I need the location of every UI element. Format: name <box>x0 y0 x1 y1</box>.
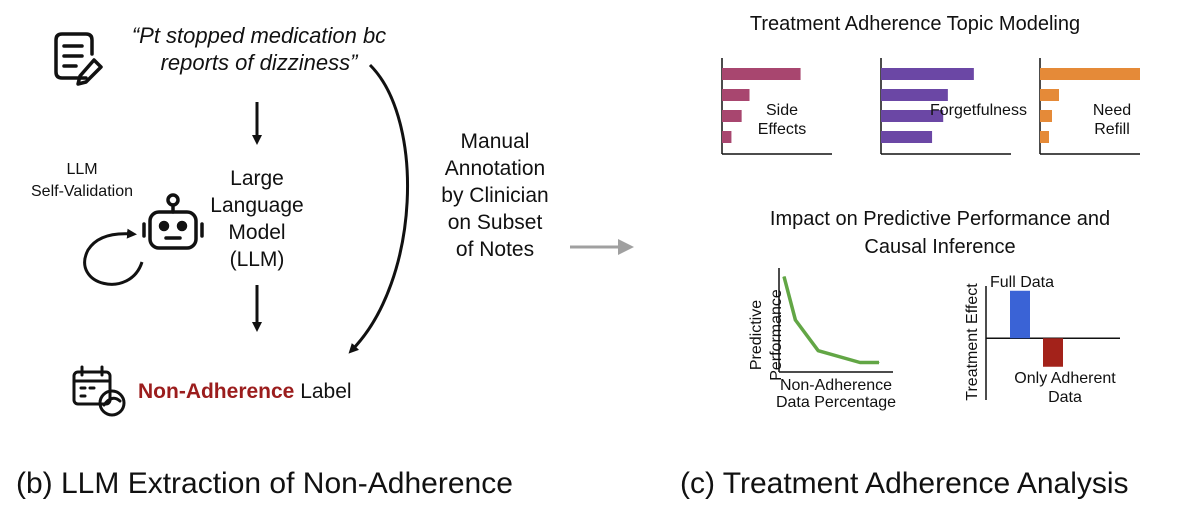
self-validation-line-2: Self-Validation <box>31 183 133 200</box>
perf-point-4 <box>859 361 861 363</box>
calendar-pill-icon <box>72 365 126 417</box>
topic-bar-need-refill-3 <box>1040 110 1052 122</box>
perf-ylabel-line-2: Performance <box>768 289 785 381</box>
topic-bar-side-effects-3 <box>722 110 742 122</box>
self-validation-line-1: LLM <box>66 161 98 178</box>
topic-label-refill-line-1: Need <box>1092 102 1132 119</box>
perf-point-3 <box>817 350 819 352</box>
output-label-highlight: Non-Adherence <box>138 380 295 403</box>
llm-label-line-1: Large <box>230 167 284 190</box>
topic-bar-forgetfulness-3 <box>881 110 944 122</box>
output-label: Non-Adherence Label <box>138 379 352 405</box>
topic-label-side-line-1: Side <box>765 102 799 119</box>
arrow-manual-annotation <box>348 63 409 354</box>
manual-annotation-line-3: by Clinician <box>441 184 549 207</box>
caption-b: (b) LLM Extraction of Non-Adherence <box>16 467 513 500</box>
bar-full-data-label: Full Data <box>990 274 1055 291</box>
topic-bar-need-refill-1 <box>1040 68 1140 80</box>
perf-xlabel-line-2: Data Percentage <box>775 394 897 411</box>
treatment-effect-bar-chart <box>985 286 1120 400</box>
output-label-rest: Label <box>294 380 352 403</box>
perf-curve-line <box>782 276 879 365</box>
manual-annotation-line-1: Manual <box>460 130 530 153</box>
flow-arrow <box>570 239 634 255</box>
manual-annotation-line-5: of Notes <box>455 238 535 261</box>
topic-label-refill-line-2: Refill <box>1094 121 1130 138</box>
topic-chart-side-effects <box>721 58 832 155</box>
topic-label-side-line-2: Effects <box>757 121 807 138</box>
topic-bar-side-effects-4 <box>722 131 732 143</box>
quote-line-2: reports of dizziness” <box>160 50 358 75</box>
effect-bar-full-data <box>1010 290 1030 339</box>
manual-annotation-line-4: on Subset <box>447 211 543 234</box>
impact-title-line-2: Causal Inference <box>864 236 1016 258</box>
topic-bar-need-refill-4 <box>1040 131 1049 143</box>
quote-line-1: “Pt stopped medication bc <box>131 23 387 48</box>
topic-modeling-title: Treatment Adherence Topic Modeling <box>749 13 1081 35</box>
bar-adherent-label-line-2: Data <box>1048 389 1082 406</box>
effect-ylabel: Treatment Effect <box>964 283 981 401</box>
manual-annotation-line-2: Annotation <box>444 157 546 180</box>
impact-title-line-1: Impact on Predictive Performance and <box>769 208 1111 230</box>
perf-ylabel: Predictive Performance <box>747 280 787 390</box>
topic-bar-forgetfulness-4 <box>881 131 933 143</box>
perf-point-1 <box>783 276 785 278</box>
self-validation-loop-arrow <box>83 228 144 286</box>
llm-label-line-2: Language <box>210 194 304 217</box>
bar-adherent-label-line-1: Only Adherent <box>1014 370 1116 387</box>
topic-bar-side-effects-2 <box>722 89 750 101</box>
effect-bar-only-adherent <box>1043 338 1063 367</box>
clinical-note-icon <box>54 32 103 86</box>
perf-point-5 <box>878 361 880 363</box>
topic-bar-side-effects-1 <box>722 68 801 80</box>
topic-label-forgetfulness: Forgetfulness <box>930 102 1027 119</box>
topic-chart-need-refill <box>1039 58 1140 155</box>
perf-ylabel-line-1: Predictive <box>748 299 765 371</box>
topic-bar-forgetfulness-2 <box>881 89 948 101</box>
topic-chart-forgetfulness <box>880 58 1011 155</box>
topic-bar-need-refill-2 <box>1040 89 1059 101</box>
llm-label-line-4: (LLM) <box>229 248 285 271</box>
topic-bar-forgetfulness-1 <box>881 68 974 80</box>
robot-icon <box>142 193 204 250</box>
performance-line-chart <box>778 268 893 373</box>
caption-c: (c) Treatment Adherence Analysis <box>680 467 1129 500</box>
perf-xlabel-line-1: Non-Adherence <box>779 377 893 394</box>
topic-bar-charts <box>721 58 1140 155</box>
perf-point-2 <box>794 319 796 321</box>
llm-label-line-3: Model <box>228 221 286 244</box>
